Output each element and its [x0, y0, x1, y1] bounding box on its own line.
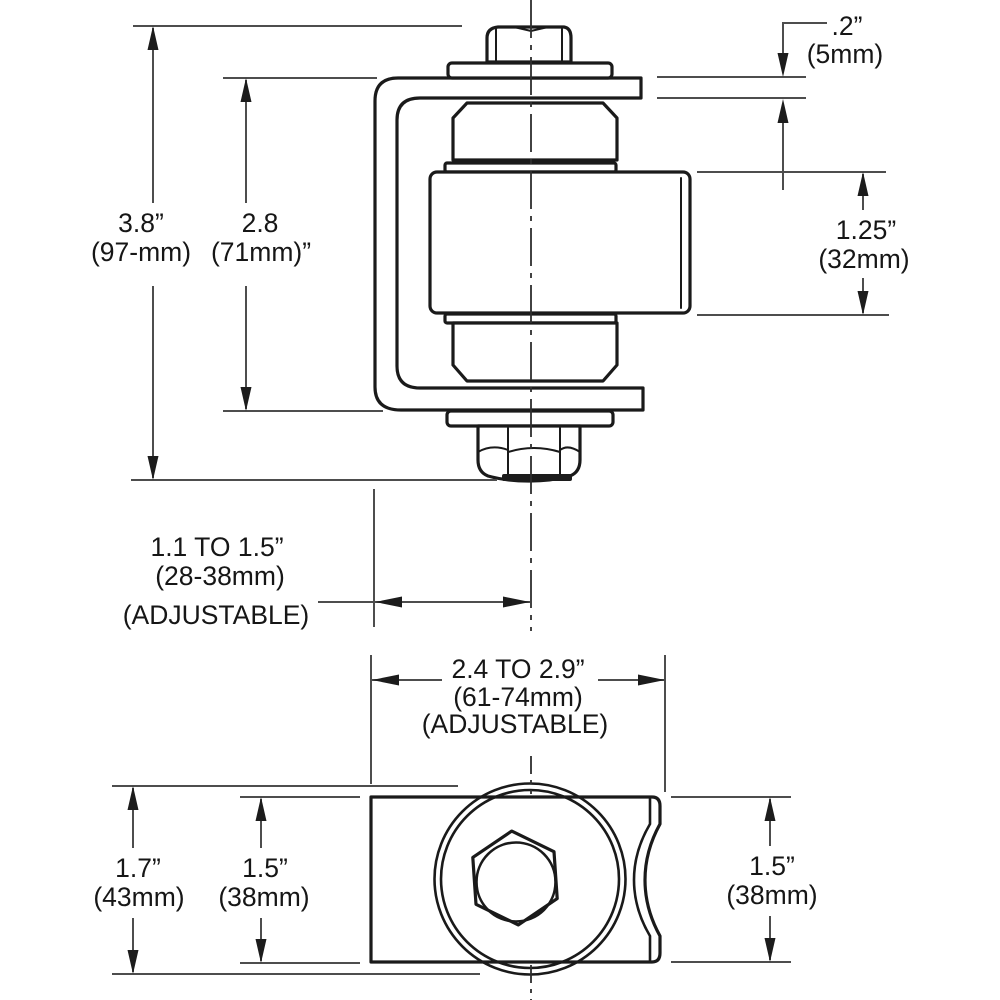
dim-overall-width-metric: (61-74mm)	[453, 682, 583, 712]
dim-bracket-depth-value: 1.5”	[749, 851, 795, 881]
dim-overall-height-metric: (97-mm)	[91, 237, 191, 267]
dim-post-offset-note: (ADJUSTABLE)	[123, 600, 310, 630]
lower-bushing	[451, 321, 619, 383]
dim-inner-span-metric: (71mm)”	[211, 237, 311, 267]
bottom-washer	[445, 409, 615, 428]
dim-inner-span: 2.8 (71mm)”	[211, 77, 383, 412]
j-bolt-bracket	[373, 76, 645, 412]
front-view-part	[373, 25, 692, 483]
arrow-down-icon	[127, 950, 139, 974]
hex-nut	[476, 424, 582, 483]
dim-barrel-height: 1.25” (32mm)	[697, 171, 910, 316]
arrow-up-icon	[857, 172, 869, 196]
dim-overall-depth: 1.7” (43mm)	[93, 785, 480, 975]
arrow-down-icon	[764, 938, 776, 962]
dim-post-offset: 1.1 TO 1.5” (28-38mm) (ADJUSTABLE)	[123, 489, 530, 630]
arrow-down-icon	[147, 456, 159, 480]
dim-bracket-thickness-metric: (5mm)	[807, 39, 884, 69]
arrow-up-icon	[127, 786, 139, 810]
arrow-left-icon	[375, 596, 402, 608]
dim-overall-width: 2.4 TO 2.9” (61-74mm) (ADJUSTABLE)	[370, 654, 666, 792]
dim-inner-span-value: 2.8	[242, 208, 279, 238]
hex-bolt-head-top	[471, 829, 559, 927]
dim-plate-depth-metric: (38mm)	[218, 882, 309, 912]
dim-post-offset-metric: (28-38mm)	[155, 561, 285, 591]
dim-overall-height-value: 3.8”	[118, 208, 164, 238]
dim-bracket-thickness: .2” (5mm)	[657, 11, 883, 190]
dim-plate-depth-value: 1.5”	[242, 853, 288, 883]
nut-chamfer-arcs	[477, 446, 581, 453]
dim-barrel-height-value: 1.25”	[836, 215, 896, 245]
upper-bushing	[451, 101, 619, 162]
dim-plate-depth: 1.5” (38mm)	[218, 796, 360, 964]
arrow-right-icon	[638, 674, 665, 686]
dim-bracket-thickness-value: .2”	[832, 11, 863, 41]
arrow-up-icon	[777, 99, 789, 123]
front-view: 3.8” (97-mm) 2.8 (71mm)” .2” (5mm) 1.25”…	[91, 0, 910, 631]
dim-overall-depth-metric: (43mm)	[93, 882, 184, 912]
arrow-up-icon	[147, 26, 159, 50]
arrow-up-icon	[240, 78, 252, 102]
nut-flange	[502, 474, 572, 481]
top-view: 2.4 TO 2.9” (61-74mm) (ADJUSTABLE) 1.7” …	[93, 654, 818, 1000]
arrow-down-icon	[240, 387, 252, 411]
dim-overall-width-note: (ADJUSTABLE)	[422, 709, 609, 739]
top-view-part	[369, 782, 662, 976]
hex-bolt-head	[485, 25, 573, 64]
bolt-shank-circle	[475, 841, 557, 923]
dim-post-offset-value: 1.1 TO 1.5”	[150, 532, 283, 562]
jaw-inner-edge	[632, 797, 652, 962]
arrow-down-icon	[857, 291, 869, 315]
top-washer	[446, 61, 614, 80]
dim-overall-height: 3.8” (97-mm)	[91, 25, 497, 481]
washer-outer-circle	[433, 782, 627, 976]
arrow-left-icon	[372, 674, 399, 686]
dim-overall-width-value: 2.4 TO 2.9”	[451, 654, 584, 684]
dim-bracket-depth-metric: (38mm)	[726, 880, 817, 910]
arrow-up-icon	[764, 797, 776, 821]
arrow-right-icon	[503, 596, 530, 608]
arrow-down-icon	[777, 53, 789, 77]
barrel-sleeve	[428, 170, 692, 315]
washer-inner-circle	[439, 788, 621, 970]
dim-bracket-depth: 1.5” (38mm)	[671, 796, 818, 963]
arrow-down-icon	[255, 939, 267, 963]
dim-overall-depth-value: 1.7”	[115, 853, 161, 883]
dim-barrel-height-metric: (32mm)	[818, 244, 909, 274]
arrow-up-icon	[255, 797, 267, 821]
